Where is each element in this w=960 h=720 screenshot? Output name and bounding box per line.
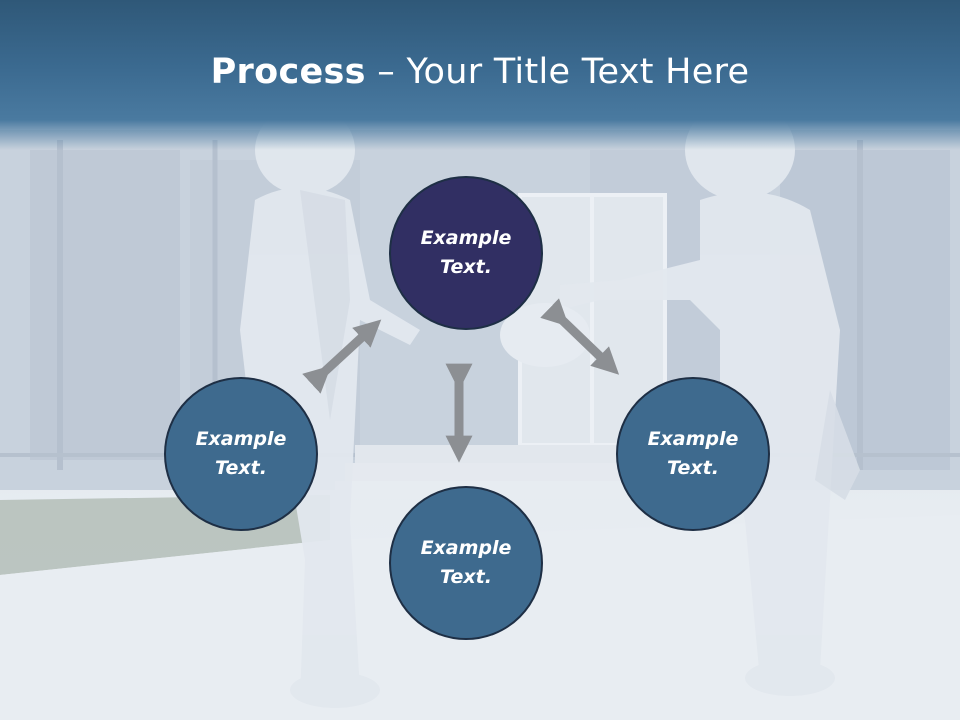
circle-top-line1: Example — [420, 227, 512, 249]
arrow-top-left — [302, 319, 382, 394]
circle-bottom-line1: Example — [420, 537, 512, 559]
title-bar — [0, 0, 960, 150]
circle-right-line2: Text. — [667, 457, 719, 479]
arrow-top-right — [540, 298, 620, 375]
circle-bottom-line2: Text. — [440, 566, 492, 588]
circle-top-line2: Text. — [440, 256, 492, 278]
title-bold: Process — [210, 52, 366, 92]
circle-right-line1: Example — [647, 428, 739, 450]
slide-title[interactable]: Process – Your Title Text Here — [0, 52, 960, 92]
title-rest: – Your Title Text Here — [365, 52, 750, 92]
circle-left-line2: Text. — [215, 457, 267, 479]
circle-left-line1: Example — [195, 428, 287, 450]
